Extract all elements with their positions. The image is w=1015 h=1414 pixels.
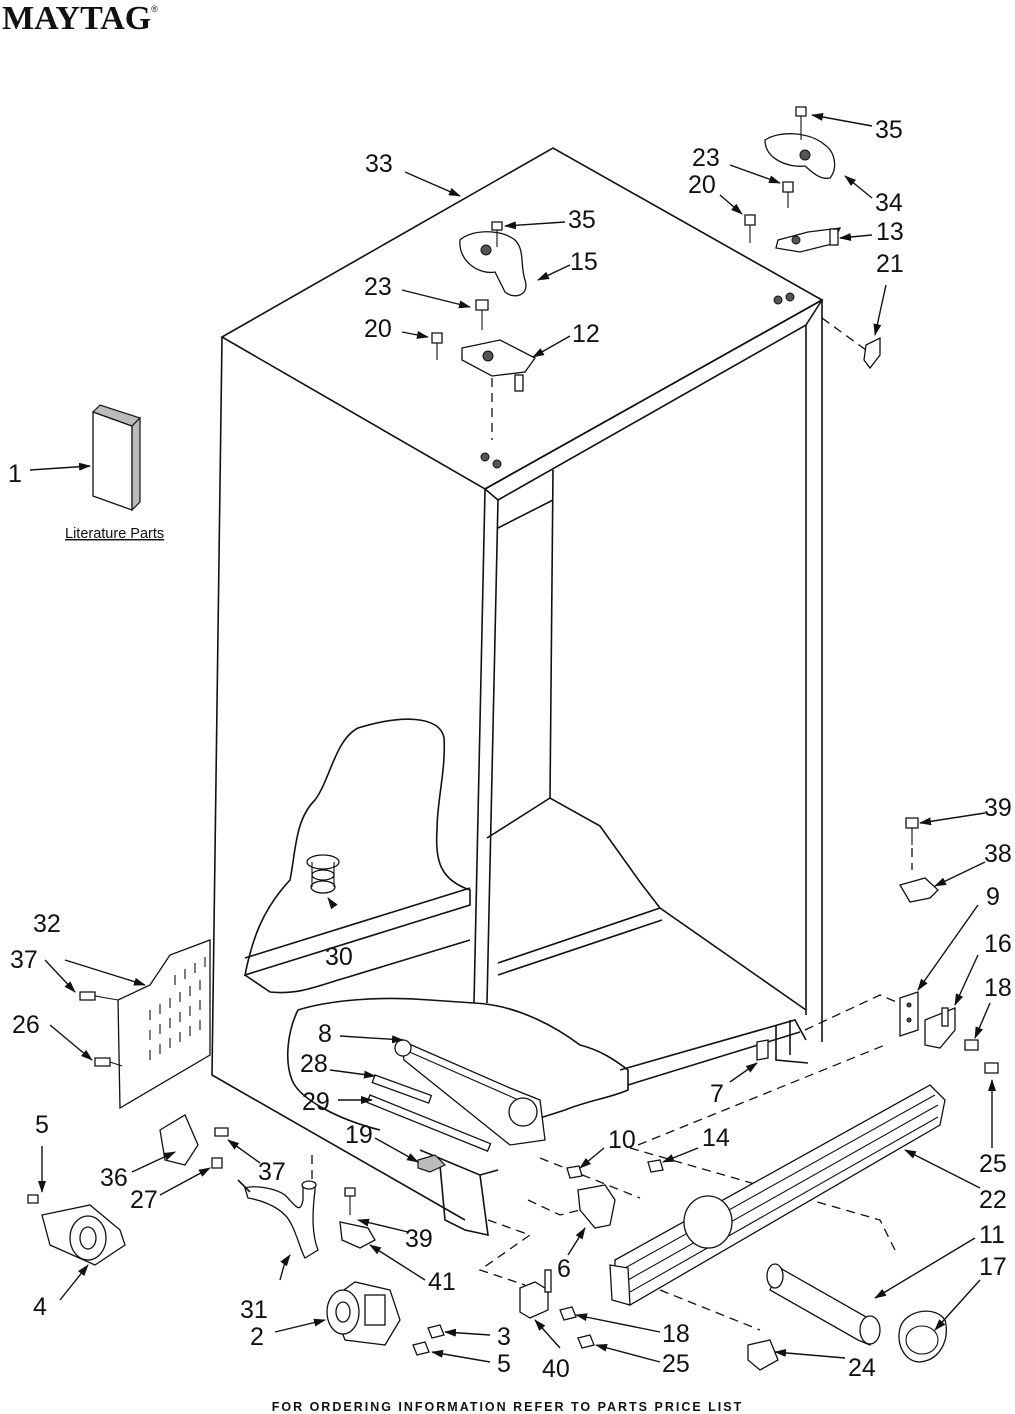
callout-1: 1: [8, 460, 22, 488]
drain-fitting-30: [307, 855, 339, 893]
part-38: [900, 878, 938, 902]
bracket-16: [925, 1008, 955, 1048]
callout-3: 3: [497, 1323, 511, 1351]
part-41: [340, 1188, 375, 1248]
part-21: [864, 338, 880, 368]
callout-4: 4: [33, 1293, 47, 1321]
callout-25-right: 25: [979, 1150, 1007, 1178]
callout-16: 16: [984, 930, 1012, 958]
callout-29: 29: [302, 1088, 330, 1116]
top-left-hinge-group: [432, 222, 535, 468]
top-right-hinge-group: [745, 107, 880, 368]
callout-21: 21: [876, 250, 904, 278]
callout-18-bottom: 18: [662, 1320, 690, 1348]
filter-housing-8: [367, 1040, 545, 1172]
callout-11: 11: [979, 1221, 1005, 1249]
filter-cap-17: [899, 1311, 946, 1362]
callout-10: 10: [608, 1126, 636, 1154]
callout-25-bottom: 25: [662, 1350, 690, 1378]
callout-15: 15: [570, 248, 598, 276]
callout-12: 12: [572, 320, 600, 348]
callout-28: 28: [300, 1050, 328, 1078]
callout-17: 17: [979, 1253, 1007, 1281]
callout-5-bottom: 5: [497, 1350, 511, 1378]
callout-37-bottom: 37: [258, 1158, 286, 1186]
hinge-plate-12: [462, 340, 535, 376]
callout-27: 27: [130, 1186, 158, 1214]
callout-39-bottom: 39: [405, 1225, 433, 1253]
callout-38: 38: [984, 840, 1012, 868]
callout-5-left: 5: [35, 1111, 49, 1139]
callout-34: 34: [875, 189, 903, 217]
callout-24: 24: [848, 1354, 876, 1382]
callout-35-left: 35: [568, 206, 596, 234]
bracket-6: [567, 1160, 663, 1228]
callout-20-left: 20: [364, 315, 392, 343]
callout-labels: 1 33 35 15 23 20 12 35 23 20 34 13 21 39…: [8, 116, 1012, 1383]
callout-37-left: 37: [10, 946, 38, 974]
rear-grille-32: [80, 940, 210, 1108]
ordering-info-footer: FOR ORDERING INFORMATION REFER TO PARTS …: [0, 1400, 1015, 1414]
bracket-9: [900, 992, 918, 1036]
clip-24: [748, 1340, 778, 1370]
literature-parts: Literature Parts: [65, 405, 164, 542]
callout-40: 40: [542, 1355, 570, 1383]
callout-20-right: 20: [688, 171, 716, 199]
callout-22: 22: [979, 1186, 1007, 1214]
callout-39-right: 39: [984, 794, 1012, 822]
front-roller-2: [327, 1282, 444, 1355]
callout-6: 6: [557, 1255, 571, 1283]
part-7: [757, 1040, 768, 1060]
callout-8: 8: [318, 1020, 332, 1048]
callout-26: 26: [12, 1011, 40, 1039]
callout-23-right: 23: [692, 144, 720, 172]
rear-roller-4: [28, 1195, 125, 1265]
callout-32: 32: [33, 910, 61, 938]
bracket-36: [160, 1115, 228, 1168]
callout-35-right: 35: [875, 116, 903, 144]
literature-parts-label: Literature Parts: [65, 526, 164, 542]
callout-41: 41: [428, 1268, 456, 1296]
callout-13: 13: [876, 218, 904, 246]
callout-31: 31: [240, 1296, 268, 1324]
callout-36: 36: [100, 1164, 128, 1192]
drain-tube-31: [238, 1180, 318, 1258]
callout-9: 9: [986, 883, 1000, 911]
callout-7: 7: [710, 1080, 724, 1108]
callout-19: 19: [345, 1121, 373, 1149]
callout-30: 30: [325, 943, 353, 971]
callout-18-right: 18: [984, 974, 1012, 1002]
callout-33: 33: [365, 150, 393, 178]
callout-23-left: 23: [364, 273, 392, 301]
callout-14: 14: [702, 1124, 730, 1152]
water-filter-11: [767, 1264, 880, 1345]
hinge-cover-15: [460, 232, 526, 296]
callout-2: 2: [250, 1323, 264, 1351]
